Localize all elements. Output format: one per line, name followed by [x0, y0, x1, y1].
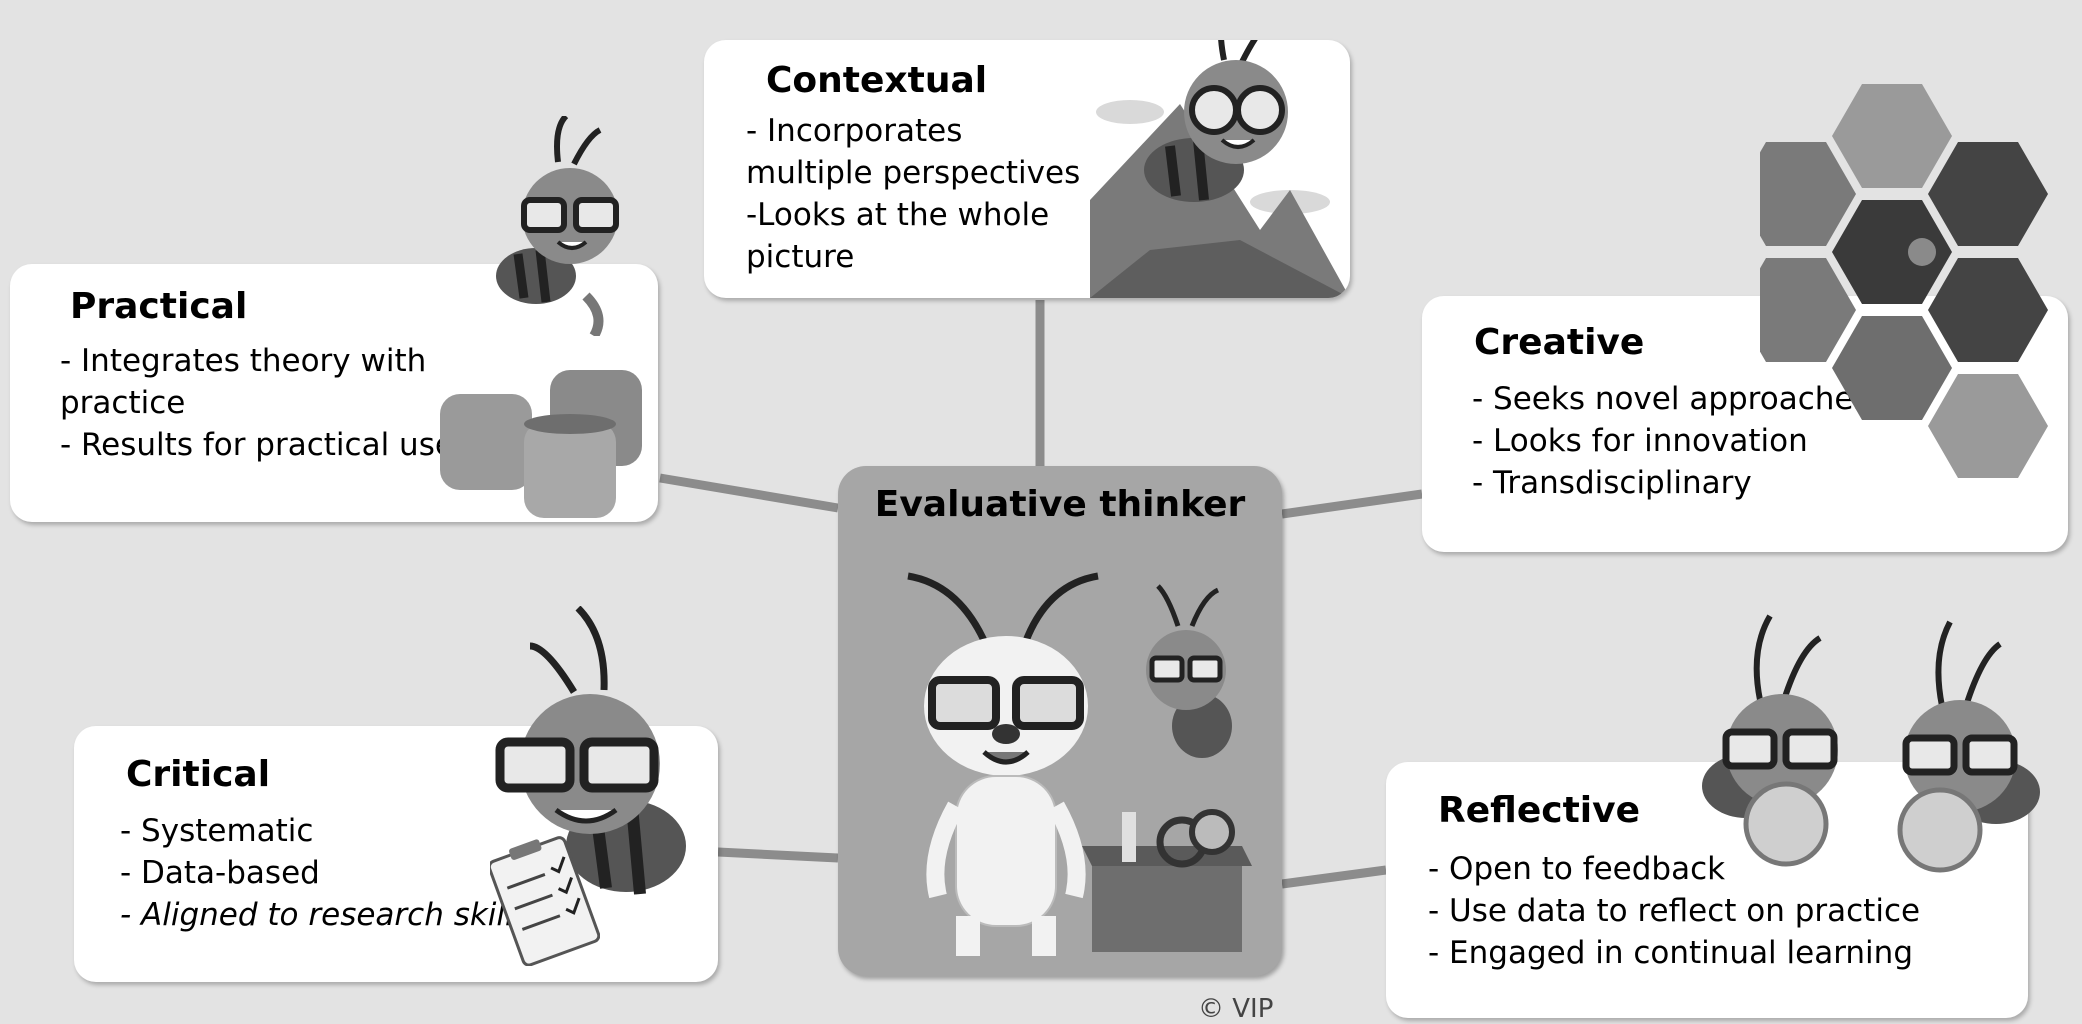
bee-mascot-icon: [1144, 40, 1288, 202]
connector-creative: [1281, 489, 1423, 519]
list-item: - Aligned to research skills: [120, 897, 530, 933]
toolbox-icon: [1082, 809, 1252, 952]
list-item: - Data-based: [120, 855, 320, 891]
clipboard-icon: [490, 836, 600, 966]
list-item: - Incorporates multiple perspectives: [746, 113, 1081, 191]
node-items: - Seeks novel approaches - Looks for inn…: [1472, 378, 1870, 504]
node-title: Reflective: [1438, 790, 1641, 831]
copyright: © VIP: [1198, 994, 1274, 1024]
node-contextual: Contextual - Incorporates multiple persp…: [704, 40, 1350, 298]
list-item: - Results for practical use: [60, 427, 454, 463]
connector-reflective: [1281, 865, 1387, 889]
list-item: - Seeks novel approaches: [1472, 381, 1870, 417]
connector-critical: [717, 847, 839, 863]
node-items: - Incorporates multiple perspectives -Lo…: [746, 110, 1086, 278]
list-item: - Transdisciplinary: [1472, 465, 1752, 501]
list-item: -Looks at the whole picture: [746, 197, 1050, 275]
center-title: Evaluative thinker: [874, 484, 1246, 525]
character-mascot-icon: [907, 572, 1099, 956]
bee-mascot-icon: [495, 606, 686, 895]
bee-mascot-icon: [1146, 584, 1232, 758]
node-items: - Integrates theory with practice - Resu…: [60, 340, 460, 466]
list-item: - Engaged in continual learning: [1428, 935, 1913, 971]
node-title: Practical: [70, 286, 248, 327]
bee-mascot-icon: [1897, 620, 2040, 873]
list-item: - Open to feedback: [1428, 851, 1726, 887]
connector-practical: [659, 473, 839, 513]
bee-mascot-icon: [1702, 614, 1838, 867]
center-node: Evaluative thinker: [838, 466, 1282, 976]
node-title: Contextual: [766, 60, 988, 101]
honeycomb-icon: [1760, 84, 2048, 478]
list-item: - Integrates theory with practice: [60, 343, 427, 421]
node-items: - Systematic - Data-based - Aligned to r…: [120, 810, 530, 936]
node-title: Creative: [1474, 322, 1645, 363]
list-item: - Looks for innovation: [1472, 423, 1808, 459]
list-item: - Use data to reflect on practice: [1428, 893, 1921, 929]
node-reflective: Reflective - Open to feedback - Use data…: [1386, 762, 2028, 1018]
node-title: Critical: [126, 754, 271, 795]
node-items: - Open to feedback - Use data to reflect…: [1428, 848, 1920, 974]
bee-mascot-icon: [496, 116, 619, 336]
honey-pot-icon: [440, 370, 642, 518]
list-item: - Systematic: [120, 813, 314, 849]
